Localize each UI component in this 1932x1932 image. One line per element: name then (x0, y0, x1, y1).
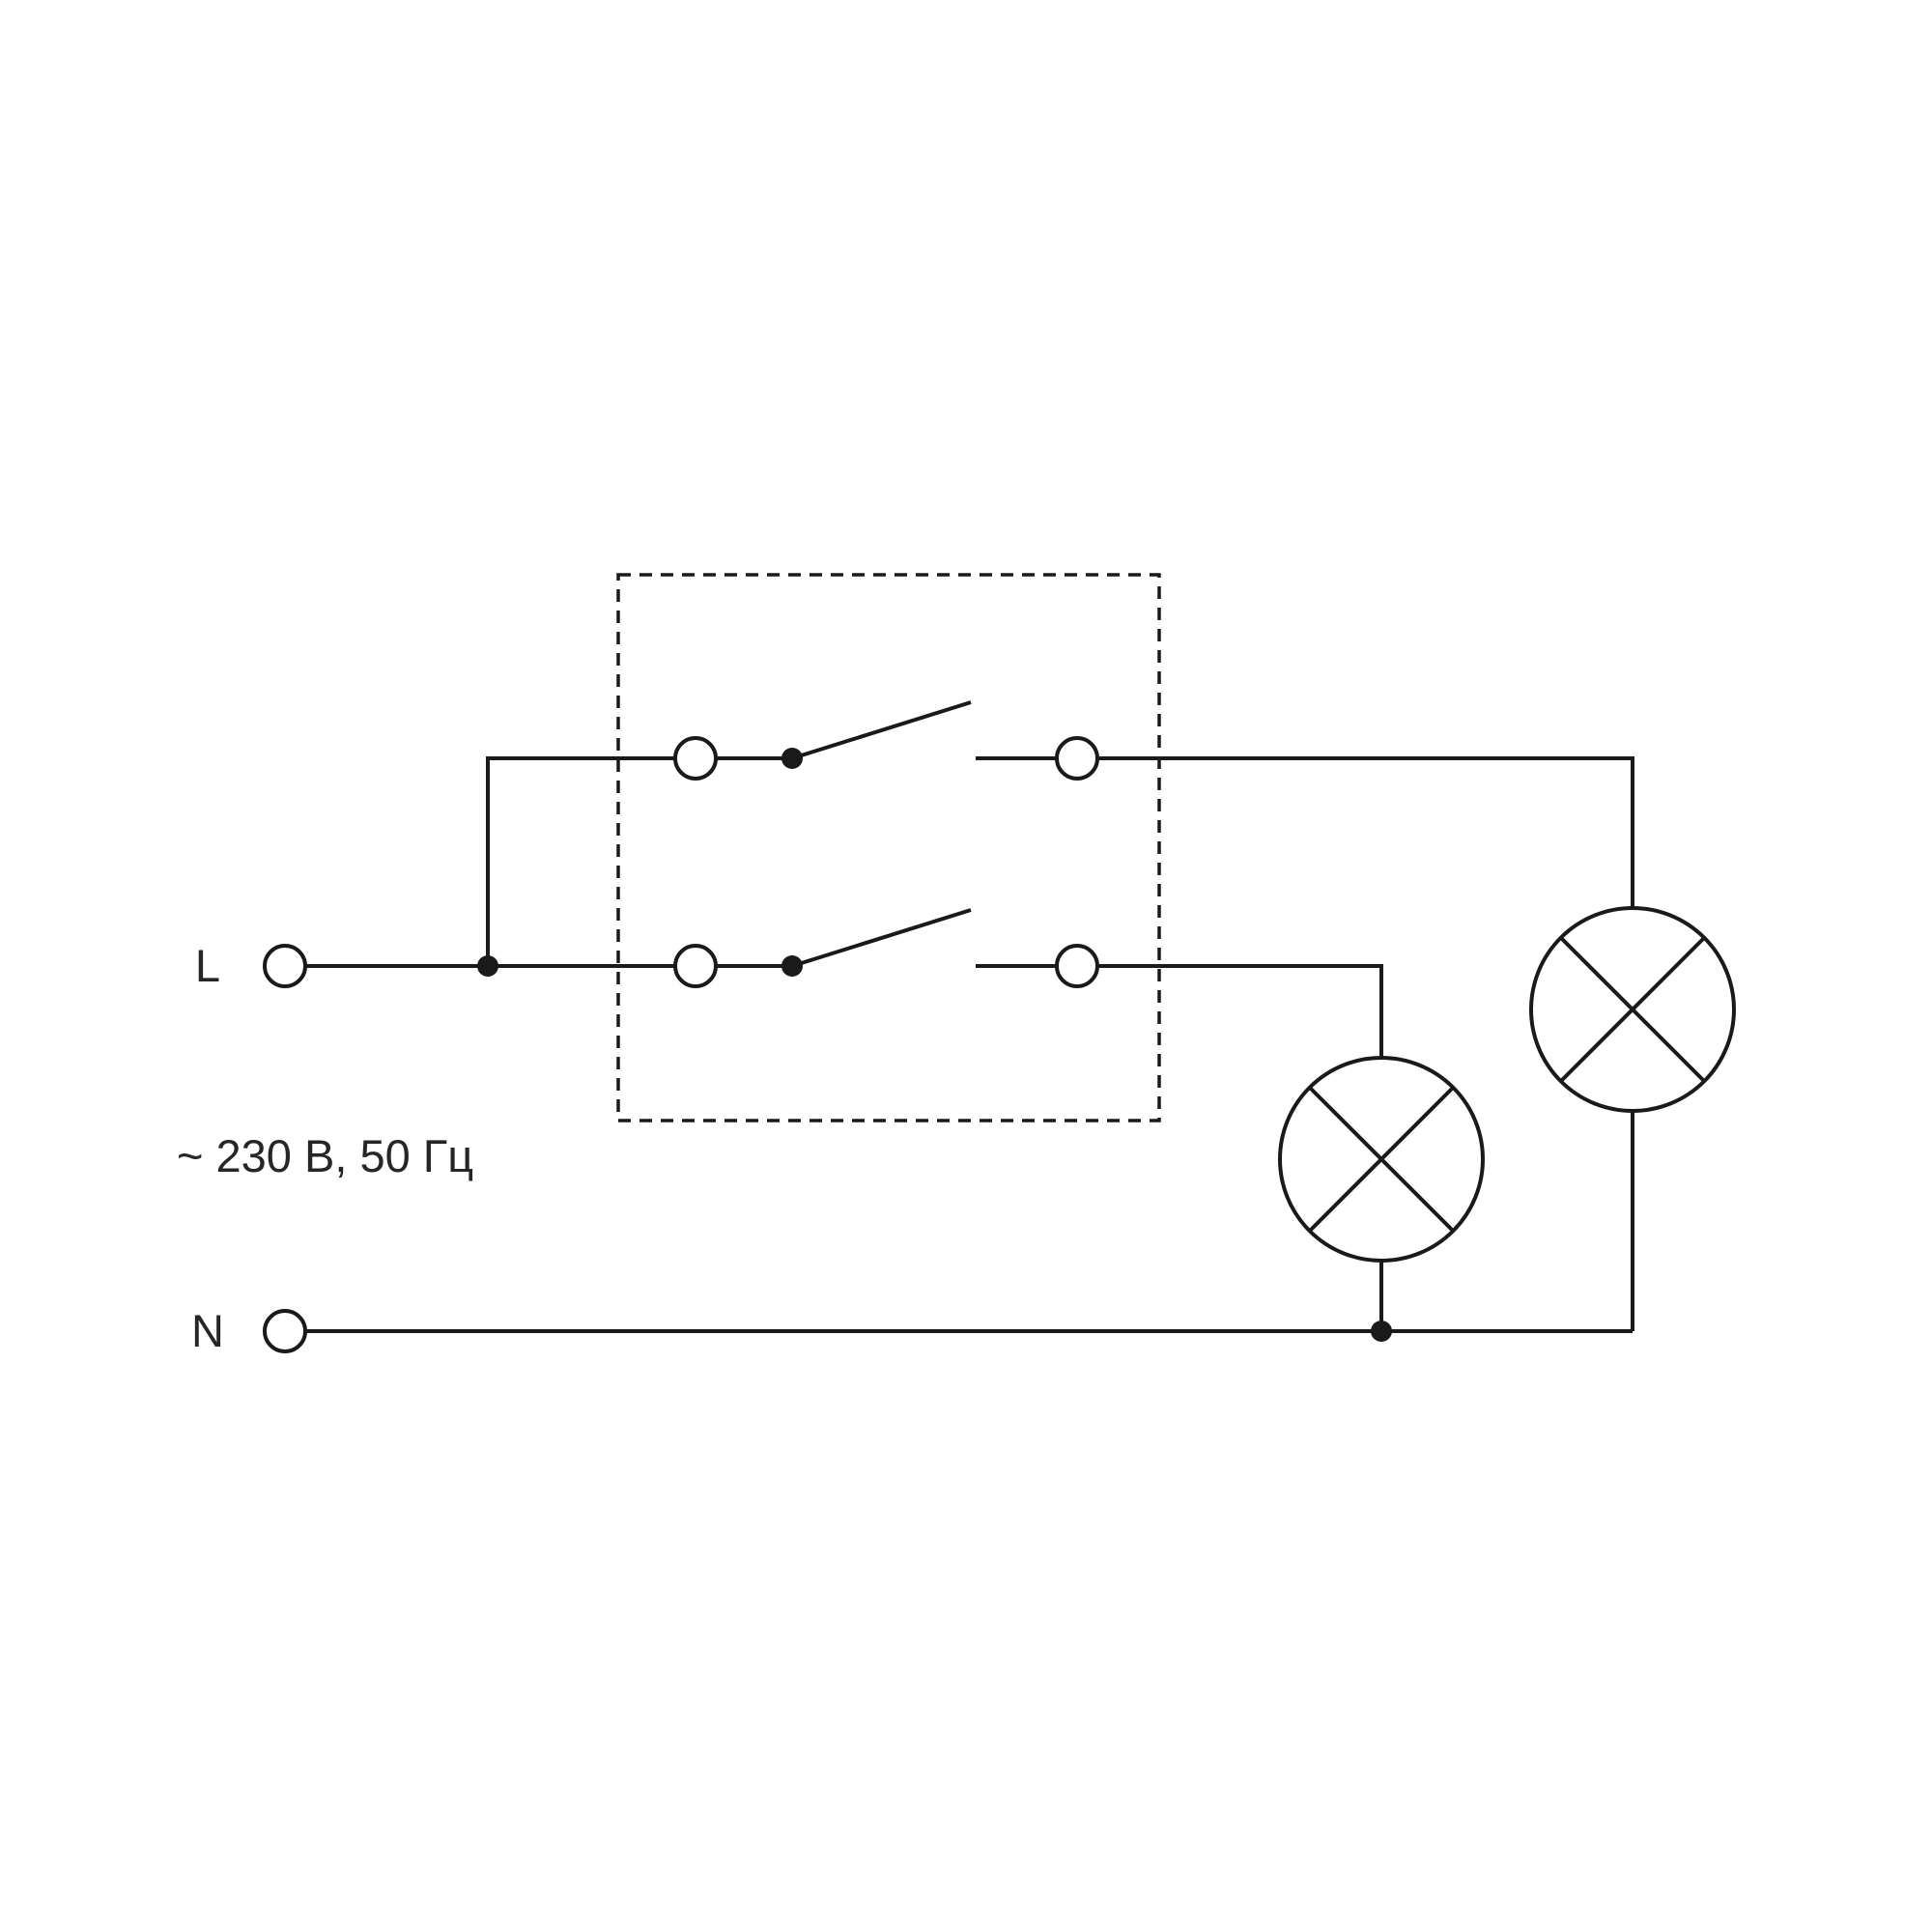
label-power-rating: ~ 230 В, 50 Гц (177, 1130, 473, 1181)
terminal-n-icon (263, 1309, 307, 1353)
lamp2-icon (1278, 1056, 1485, 1263)
switch2-output-terminal-icon (1055, 944, 1099, 988)
switch2-input-terminal-icon (673, 944, 718, 988)
label-neutral-terminal: N (191, 1305, 224, 1356)
terminals (263, 736, 1099, 1353)
lamp-1 (1529, 906, 1736, 1113)
lamp-2 (1278, 1056, 1485, 1263)
lamp1-cross-icon (1559, 936, 1706, 1083)
switch-unit-boundary (616, 573, 1161, 1122)
wires (305, 700, 1634, 1333)
switch2-lever (791, 908, 972, 968)
junction-dots (477, 748, 1392, 1342)
label-line-terminal: L (195, 940, 220, 991)
lamp2-cross-icon (1308, 1086, 1455, 1233)
switch1-lever (791, 700, 972, 760)
wire-switch2-to-lamp2 (1097, 964, 1383, 1058)
lamp1-icon (1529, 906, 1736, 1113)
wire-switch1-to-lamp1 (1097, 756, 1634, 908)
switch2-pivot-dot-icon (781, 955, 803, 977)
switch1-output-terminal-icon (1055, 736, 1099, 781)
wire-branch-to-switch1-input (486, 756, 675, 966)
neutral-junction-icon (1371, 1321, 1392, 1342)
terminal-l-icon (263, 944, 307, 988)
switch1-input-terminal-icon (673, 736, 718, 781)
line-branch-junction-icon (477, 955, 498, 977)
switch1-pivot-dot-icon (781, 748, 803, 769)
